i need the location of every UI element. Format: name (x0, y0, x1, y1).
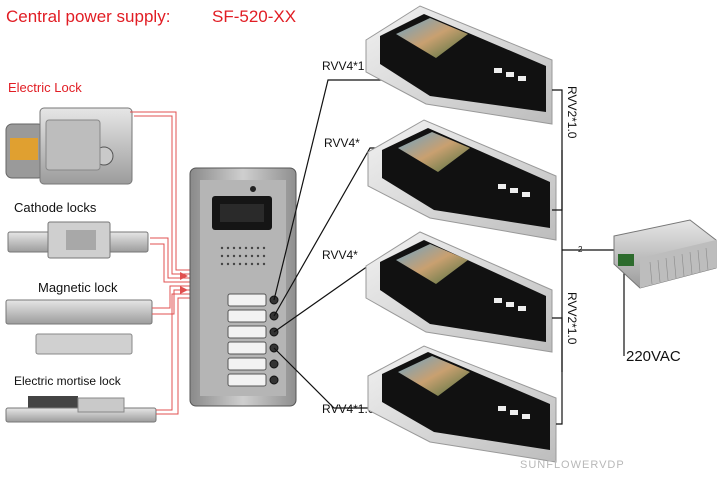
lock-label-electric: Electric Lock (8, 80, 82, 95)
lock-label-cathode: Cathode locks (14, 200, 97, 215)
cathode-lock-device (7, 221, 149, 259)
cable-label-rvv4-4: RVV4*1.0 (322, 402, 375, 416)
speaker-grille (220, 246, 266, 266)
monitor-screen (398, 132, 470, 172)
vent-lines (649, 247, 709, 285)
indoor-monitor-4 (367, 345, 557, 463)
cable-label-rvv4-2: RVV4* (324, 136, 360, 150)
power-wires (552, 89, 625, 425)
arrow-icon (180, 272, 188, 294)
wire-count-label: 2 (578, 245, 583, 254)
indoor-monitor-2 (367, 119, 557, 241)
power-supply-unit (613, 219, 717, 289)
electric-lock-device (5, 107, 133, 185)
power-voltage-label: 220VAC (626, 348, 681, 365)
magnetic-lock-device (5, 299, 153, 355)
cable-label-rvv2-lower: RVV2*1.0 (565, 292, 579, 345)
indoor-monitor-3 (365, 231, 553, 353)
outdoor-call-panel (189, 167, 297, 407)
mortise-lock-device (5, 396, 157, 423)
lock-label-mortise: Electric mortise lock (14, 374, 122, 388)
call-buttons (227, 293, 267, 387)
cable-label-rvv4-3: RVV4* (322, 248, 358, 262)
lock-wires (130, 111, 190, 415)
lock-label-magnetic: Magnetic lock (38, 280, 118, 295)
watermark-text: SUNFLOWERVDP (520, 459, 625, 471)
title-model: SF-520-XX (212, 7, 296, 26)
cable-label-rvv2-upper: RVV2*1.0 (565, 86, 579, 139)
cable-label-rvv4-1: RVV4*1.0 (322, 59, 375, 73)
indoor-monitor-1 (365, 5, 553, 125)
monitor-screen (398, 356, 470, 396)
monitor-screen (396, 18, 468, 58)
monitor-screen (396, 244, 468, 284)
title-label: Central power supply: (6, 7, 170, 26)
camera-icon (250, 186, 256, 192)
